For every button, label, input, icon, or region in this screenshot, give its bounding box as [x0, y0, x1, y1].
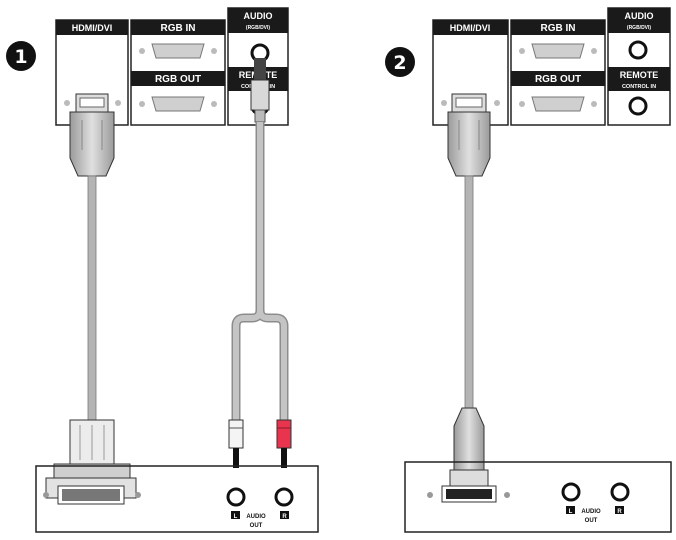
- hdmi-dvi-label-2: HDMI/DVI: [450, 23, 491, 33]
- rgb-out-port-1: [139, 96, 217, 112]
- source-device-1: L R AUDIO OUT: [35, 465, 319, 533]
- hdmi-cable-2: [464, 175, 474, 409]
- left-channel-label-2: L: [569, 509, 573, 515]
- audio-label-1: AUDIO: [244, 11, 273, 21]
- audio-plug-top-1: [250, 58, 270, 123]
- audio-in-jack-2: [628, 40, 648, 60]
- audio-out-label-2: AUDIO: [581, 509, 601, 515]
- audio-out-sub-label-1: OUT: [250, 523, 263, 529]
- step-badge-1: 1: [6, 41, 36, 71]
- source-device-2: L R AUDIO OUT: [404, 461, 672, 533]
- rgb-out-label-2: RGB OUT: [535, 74, 581, 85]
- audio-out-jack-right-1: [274, 487, 294, 507]
- audio-out-sub-label-2: OUT: [585, 518, 598, 524]
- dvi-port-1: [57, 485, 125, 505]
- remote-jack-2: [628, 96, 648, 116]
- hdmi-plug-top-2: [447, 93, 491, 177]
- rca-plug-white-1: [228, 419, 244, 468]
- hdmi-plug-top-1: [69, 93, 115, 177]
- rgb-out-port-2: [519, 96, 597, 112]
- rgb-in-label-2: RGB IN: [541, 23, 576, 34]
- audio-cable-1: [233, 122, 287, 420]
- right-channel-label-2: R: [617, 509, 622, 515]
- audio-remote-ports-2: AUDIO (RGB/DVI) REMOTE CONTROL IN: [607, 7, 671, 126]
- audio-sub-label-1: (RGB/DVI): [246, 25, 271, 31]
- left-channel-label-1: L: [234, 514, 238, 520]
- rgb-in-label-1: RGB IN: [161, 23, 196, 34]
- right-channel-label-1: R: [282, 514, 287, 520]
- panel-2: 2 HDMI/DVI RGB IN RGB OUT: [385, 7, 672, 533]
- rgb-ports-2: RGB IN RGB OUT: [510, 19, 606, 126]
- rgb-in-port-2: [519, 43, 597, 59]
- remote-label-2: REMOTE: [620, 70, 659, 80]
- hdmi-dvi-label-1: HDMI/DVI: [72, 23, 113, 33]
- hdmi-dvi-cable-1: [87, 175, 97, 421]
- hdmi-plug-bottom-2: [449, 407, 489, 489]
- audio-out-label-1: AUDIO: [246, 514, 266, 520]
- audio-label-2: AUDIO: [625, 11, 654, 21]
- audio-out-jack-left-1: [226, 487, 246, 507]
- rca-plug-red-1: [276, 419, 292, 468]
- remote-sub-label-2: CONTROL IN: [622, 84, 656, 90]
- step-number-1: 1: [14, 46, 27, 68]
- audio-out-jack-left-2: [561, 482, 581, 502]
- hdmi-port-2: [441, 485, 497, 503]
- audio-out-jack-right-2: [610, 482, 630, 502]
- step-number-2: 2: [393, 52, 406, 74]
- step-badge-2: 2: [385, 47, 415, 77]
- rgb-ports-1: RGB IN RGB OUT: [130, 19, 226, 126]
- panel-1: 1 HDMI/DVI RGB IN RGB OUT: [6, 7, 319, 533]
- rgb-in-port-1: [139, 43, 217, 59]
- audio-sub-label-2: (RGB/DVI): [627, 25, 652, 31]
- rgb-out-label-1: RGB OUT: [155, 74, 201, 85]
